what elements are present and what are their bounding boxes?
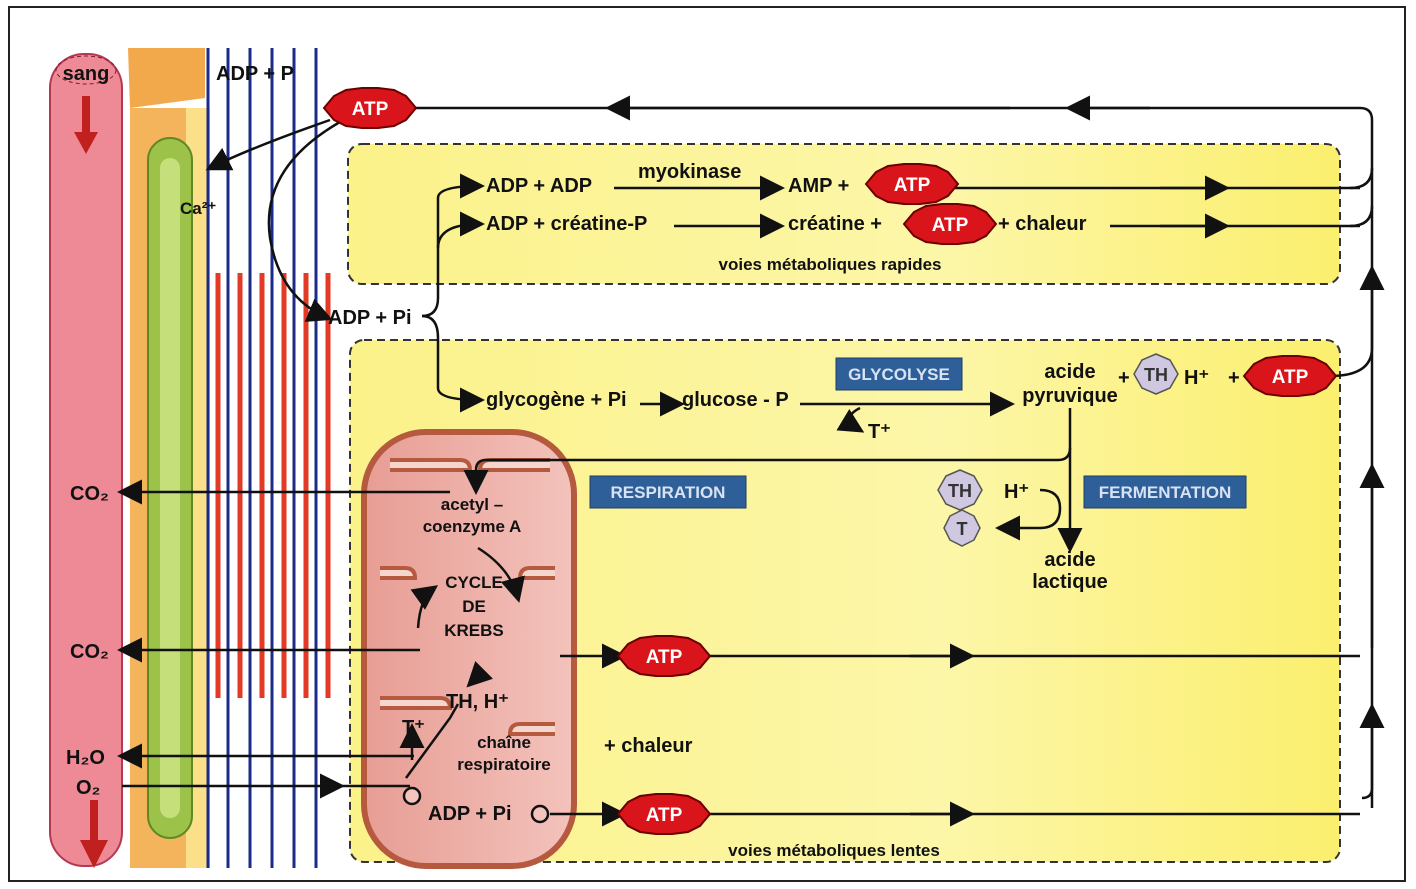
t-ferm-label: T xyxy=(957,519,968,539)
h-plus-ferm-label: H⁺ xyxy=(1004,481,1029,503)
atp-creatine: ATP xyxy=(902,203,998,245)
adp-pi-label: ADP + Pi xyxy=(328,307,412,329)
th-h-label: TH, H⁺ xyxy=(446,691,509,713)
atp-myokinase-label: ATP xyxy=(894,175,931,196)
chaleur-top-label: + chaleur xyxy=(998,213,1087,235)
atp-krebs: ATP xyxy=(616,635,712,677)
respiration-label: RESPIRATION xyxy=(611,483,726,502)
coenzyme-label: coenzyme A xyxy=(423,517,522,536)
respiratoire-label: respiratoire xyxy=(457,755,551,774)
atp-top-label: ATP xyxy=(352,99,389,120)
adp-p-top-label: ADP + P xyxy=(216,63,294,85)
o2-label: O₂ xyxy=(76,777,100,799)
atp-chain: ATP xyxy=(616,793,712,835)
th-marker-glycolyse: TH xyxy=(1133,353,1179,395)
labels: sang ADP + P Ca²⁺ ADP + Pi ADP + ADP myo… xyxy=(63,63,1240,860)
myofilaments xyxy=(206,48,331,868)
myokinase-label: myokinase xyxy=(638,161,741,183)
th-gly-label: TH xyxy=(1144,365,1168,385)
acide-label: acide xyxy=(1044,361,1095,383)
blood-vessel xyxy=(49,53,123,868)
glycolyse-box: GLYCOLYSE xyxy=(835,357,963,391)
fermentation-label: FERMENTATION xyxy=(1099,483,1232,502)
th-ferm-label: TH xyxy=(948,481,972,501)
ca-label: Ca²⁺ xyxy=(180,199,216,218)
adp-adp-label: ADP + ADP xyxy=(486,175,592,197)
lactique-label: lactique xyxy=(1032,571,1108,593)
atp-chain-label: ATP xyxy=(646,805,683,826)
fermentation-box: FERMENTATION xyxy=(1083,475,1247,509)
adp-creatine-label: ADP + créatine-P xyxy=(486,213,647,235)
voies-rapides-label: voies métaboliques rapides xyxy=(719,255,942,274)
co2-a-label: CO₂ xyxy=(70,483,109,505)
t-plus-mito-label: T⁺ xyxy=(402,717,425,739)
krebs-label: KREBS xyxy=(444,621,504,640)
fast-pathways-box xyxy=(347,143,1341,285)
voies-lentes-label: voies métaboliques lentes xyxy=(728,841,940,860)
atp-krebs-label: ATP xyxy=(646,647,683,668)
atp-glycolyse: ATP xyxy=(1242,355,1338,397)
t-marker-fermentation: T xyxy=(943,509,981,547)
amp-label: AMP + xyxy=(788,175,849,197)
atp-myokinase: ATP xyxy=(864,163,960,205)
muscle-metabolism-diagram: GLYCOLYSE RESPIRATION FERMENTATION ATP A… xyxy=(49,48,1385,869)
adp-pi-mito-label: ADP + Pi xyxy=(428,803,512,825)
muscle-fiber xyxy=(128,48,210,868)
chaine-label: chaîne xyxy=(477,733,531,752)
th-marker-fermentation: TH xyxy=(937,469,983,511)
de-label: DE xyxy=(462,597,486,616)
atp-glycolyse-label: ATP xyxy=(1272,367,1309,388)
h-plus-a-label: H⁺ xyxy=(1184,367,1209,389)
sang-label: sang xyxy=(63,63,110,85)
t-plus-gly-label: T⁺ xyxy=(868,421,891,443)
plus-a-label: + xyxy=(1118,367,1130,389)
pyruvique-label: pyruvique xyxy=(1022,385,1118,407)
glycogene-label: glycogène + Pi xyxy=(486,389,627,411)
respiration-box: RESPIRATION xyxy=(589,475,747,509)
h2o-label: H₂O xyxy=(66,747,105,769)
slow-pathways-box xyxy=(349,339,1341,863)
flow-lines xyxy=(117,95,1385,827)
atp-creatine-label: ATP xyxy=(932,215,969,236)
acetyl-label: acetyl – xyxy=(441,495,503,514)
creatine-label: créatine + xyxy=(788,213,882,235)
diagram-frame: GLYCOLYSE RESPIRATION FERMENTATION ATP A… xyxy=(8,6,1406,882)
chaleur-mid-label: + chaleur xyxy=(604,735,693,757)
mitochondrion xyxy=(361,429,577,869)
acide-lactique-label-1: acide xyxy=(1044,549,1095,571)
cycle-label: CYCLE xyxy=(445,573,503,592)
glucose-label: glucose - P xyxy=(682,389,789,411)
atp-top: ATP xyxy=(322,87,418,129)
co2-b-label: CO₂ xyxy=(70,641,109,663)
glycolyse-label: GLYCOLYSE xyxy=(848,365,950,384)
plus-b-label: + xyxy=(1228,367,1240,389)
